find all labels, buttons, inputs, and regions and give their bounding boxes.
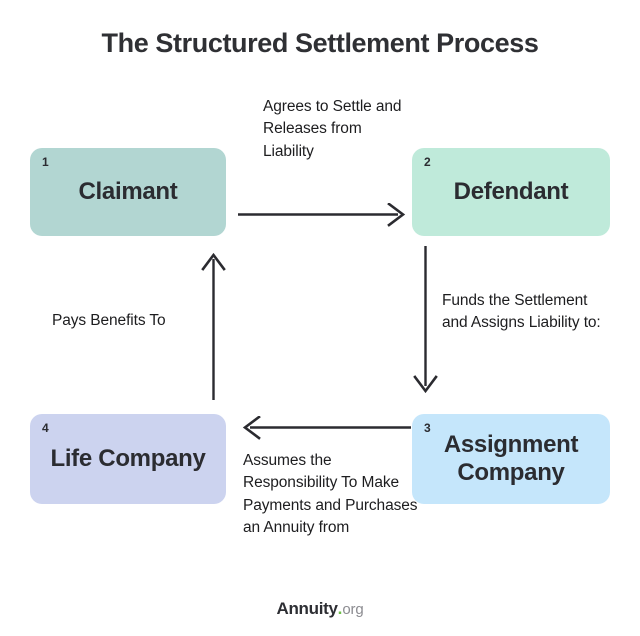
edge-label-assignment-company-to-life-company: Assumes the Responsibility To Make Payme…: [243, 452, 418, 537]
node-number-badge: 4: [42, 421, 49, 435]
node-defendant: 2 Defendant: [412, 148, 610, 236]
arrow-assignment-company-to-life-company: [242, 416, 411, 440]
node-life-company: 4 Life Company: [30, 414, 226, 504]
node-label: Defendant: [453, 177, 569, 205]
node-label: Claimant: [78, 177, 178, 205]
footer-logo: Annuity.org: [0, 600, 640, 618]
edge-label-defendant-to-assignment-company: Funds the Settlement and Assigns Liabili…: [442, 292, 601, 332]
node-number-badge: 2: [424, 155, 431, 169]
arrow-defendant-to-assignment-company: [413, 246, 438, 394]
logo-dot-icon: .: [337, 599, 343, 618]
node-number-badge: 1: [42, 155, 49, 169]
arrow-life-company-to-claimant: [201, 252, 226, 400]
node-claimant: 1 Claimant: [30, 148, 226, 236]
logo-tld-text: org: [342, 601, 364, 618]
page-title: The Structured Settlement Process: [101, 28, 539, 58]
logo-brand-text: Annuity: [276, 599, 338, 618]
edge-label-life-company-to-claimant: Pays Benefits To: [52, 312, 166, 329]
node-label: Assignment Company: [443, 430, 579, 486]
node-assignment-company: 3 Assignment Company: [412, 414, 610, 504]
node-label: Life Company: [50, 444, 206, 472]
arrow-claimant-to-defendant: [238, 203, 406, 227]
edge-label-claimant-to-defendant: Agrees to Settle and Releases from Liabi…: [263, 98, 402, 160]
node-number-badge: 3: [424, 421, 431, 435]
